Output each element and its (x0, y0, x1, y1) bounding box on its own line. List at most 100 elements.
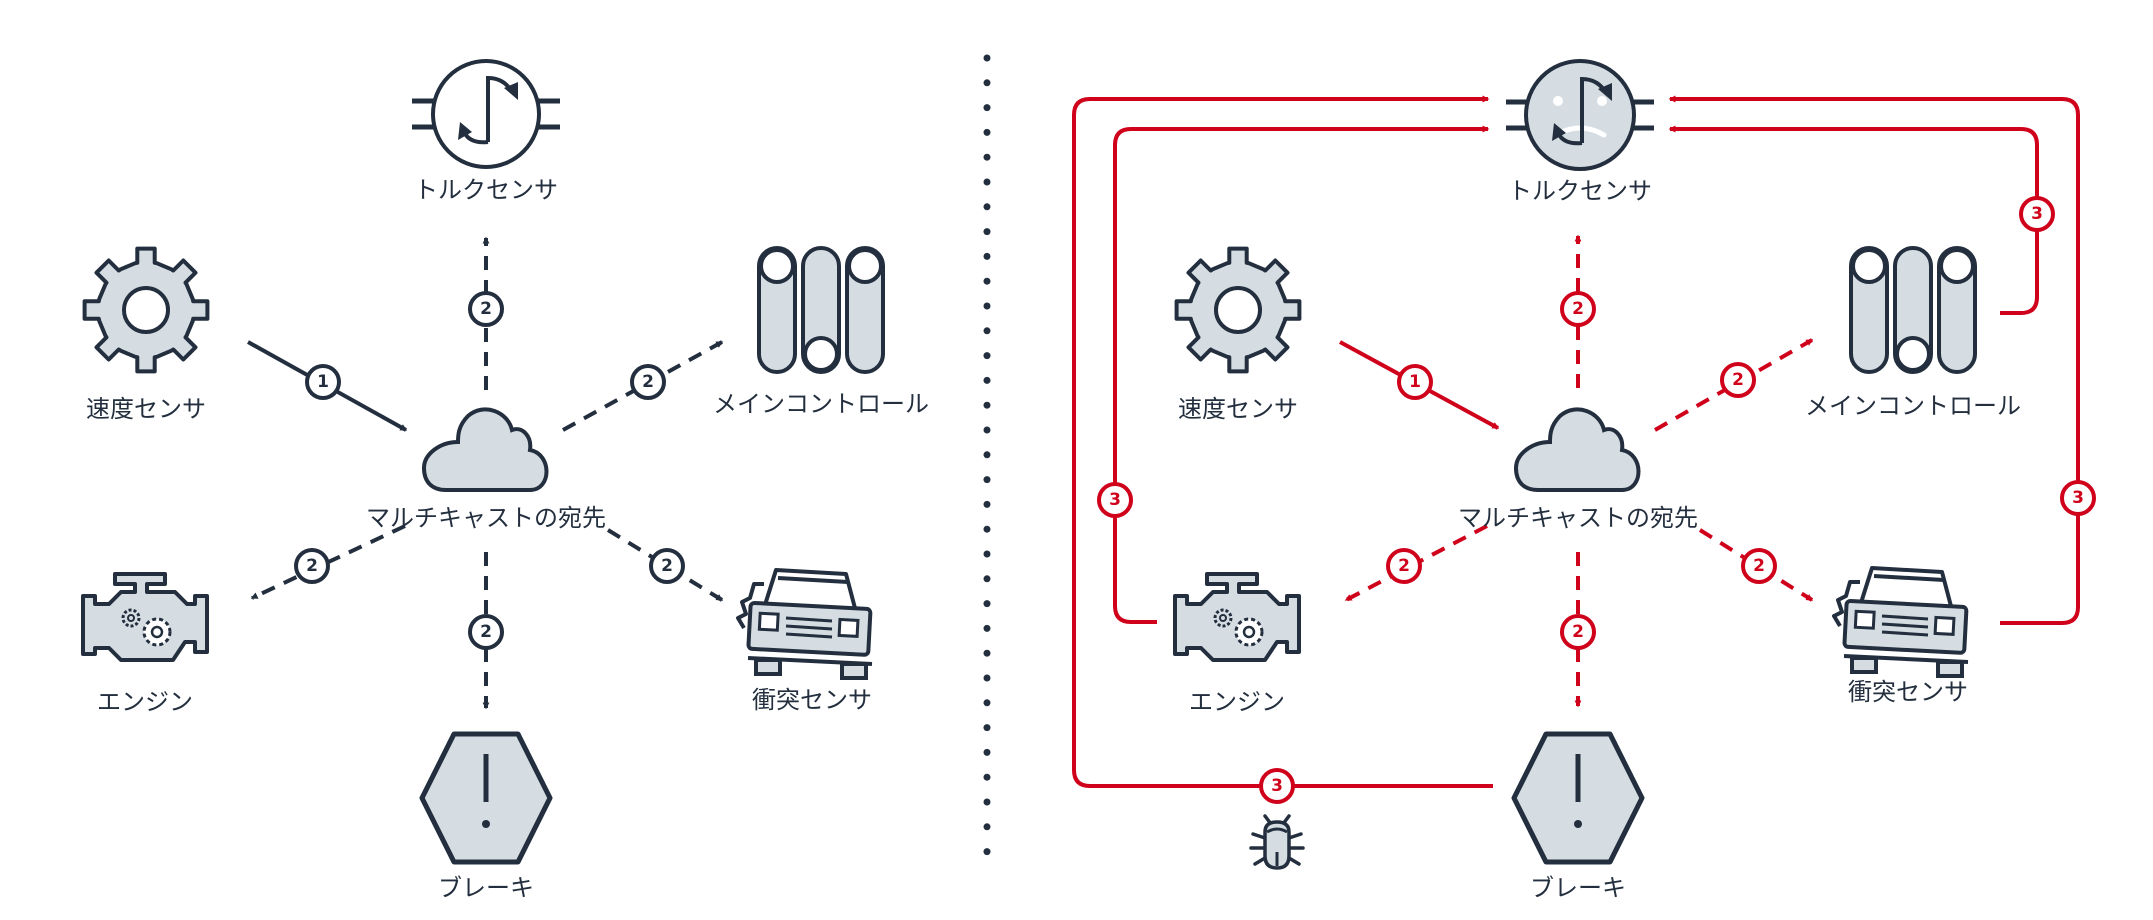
divider-dot (983, 823, 991, 831)
svg-text:2: 2 (661, 556, 673, 576)
node-multicast: マルチキャストの宛先 (366, 407, 606, 532)
panel-faulty: 1 2 2 2 2 2 3 3 (1072, 59, 2096, 902)
svg-text:2: 2 (1572, 299, 1584, 319)
cylinders-icon (1849, 246, 1977, 374)
gear-icon (82, 246, 210, 374)
node-brake: ブレーキ (419, 731, 553, 902)
cylinders-icon (757, 246, 885, 374)
svg-text:3: 3 (1271, 776, 1283, 796)
svg-text:2: 2 (1732, 370, 1744, 390)
node-main-control: メインコントロール (1805, 246, 2021, 420)
engine-icon (1173, 572, 1301, 662)
crashed-car-icon (736, 568, 873, 680)
step-badge: 2 (649, 548, 685, 584)
node-engine: エンジン (1173, 572, 1301, 716)
edge-brake-to-torque (1072, 95, 1493, 788)
node-brake: ブレーキ (1511, 731, 1645, 902)
divider-dot (983, 748, 991, 756)
step-badge: 1 (305, 364, 341, 400)
svg-text:1: 1 (317, 372, 329, 392)
bug-icon (1249, 814, 1305, 870)
node-label: マルチキャストの宛先 (366, 504, 606, 532)
divider-dot (983, 302, 991, 310)
divider-dot (983, 624, 991, 632)
crashed-car-icon (1832, 566, 1969, 678)
svg-text:1: 1 (1409, 372, 1421, 392)
warning-hexagon-icon (1511, 731, 1645, 865)
step-badge: 2 (1386, 548, 1422, 584)
sad-torque-sensor-icon (1506, 59, 1654, 171)
step-badge: 2 (1741, 548, 1777, 584)
divider-dot (983, 327, 991, 335)
step-badge: 3 (1259, 768, 1295, 804)
svg-text:2: 2 (480, 622, 492, 642)
engine-icon (81, 572, 209, 662)
node-torque-sensor: トルクセンサ (412, 59, 560, 204)
svg-text:3: 3 (2072, 488, 2084, 508)
svg-text:3: 3 (1109, 490, 1121, 510)
step-badge: 2 (1560, 614, 1596, 650)
node-label: エンジン (1189, 688, 1285, 716)
cloud-icon (421, 407, 549, 492)
divider-dot (983, 178, 991, 186)
edge-engine-to-torque (1113, 125, 1490, 624)
divider-dot (983, 401, 991, 409)
gear-icon (1174, 246, 1302, 374)
divider-dot (983, 476, 991, 484)
node-label: 速度センサ (86, 395, 206, 423)
divider-dot (983, 54, 991, 62)
divider-dot (983, 525, 991, 533)
node-label: メインコントロール (713, 390, 929, 418)
node-label: ブレーキ (438, 874, 534, 902)
divider-dot (983, 426, 991, 434)
svg-text:2: 2 (480, 299, 492, 319)
node-label: 衝突センサ (1848, 678, 1968, 706)
step-badge: 2 (468, 291, 504, 327)
divider-dot (983, 674, 991, 682)
step-badge: 2 (1560, 291, 1596, 327)
divider-dot (983, 203, 991, 211)
divider-dot (983, 104, 991, 112)
divider-dot (983, 798, 991, 806)
node-engine: エンジン (81, 572, 209, 716)
divider-dot (983, 252, 991, 260)
step-badge: 3 (2060, 480, 2096, 516)
node-label: ブレーキ (1530, 874, 1626, 902)
svg-text:3: 3 (2031, 204, 2043, 224)
divider-dot (983, 649, 991, 657)
edge-multicast-to-main-control (1654, 338, 1814, 432)
node-label: メインコントロール (1805, 392, 2021, 420)
svg-text:2: 2 (1753, 556, 1765, 576)
step-badge: 3 (2019, 196, 2055, 232)
node-multicast: マルチキャストの宛先 (1458, 407, 1698, 532)
step-badge: 2 (294, 548, 330, 584)
divider-dot (983, 575, 991, 583)
warning-hexagon-icon (419, 731, 553, 865)
divider-dot (983, 724, 991, 732)
node-label: エンジン (97, 688, 193, 716)
divider-dot (983, 376, 991, 384)
node-label: 速度センサ (1178, 395, 1298, 423)
svg-text:2: 2 (1572, 622, 1584, 642)
node-speed-sensor: 速度センサ (82, 246, 210, 423)
divider-dot (983, 550, 991, 558)
divider-dot (983, 451, 991, 459)
node-crash-sensor: 衝突センサ (736, 568, 873, 714)
step-badge: 2 (1720, 362, 1756, 398)
divider-dot (983, 773, 991, 781)
step-badge: 2 (468, 614, 504, 650)
node-crash-sensor: 衝突センサ (1832, 566, 1969, 706)
node-label: トルクセンサ (414, 176, 558, 204)
divider-dot (983, 128, 991, 136)
step-badge: 3 (1097, 482, 1133, 518)
node-label: マルチキャストの宛先 (1458, 504, 1698, 532)
svg-text:2: 2 (1398, 556, 1410, 576)
torque-sensor-icon (412, 59, 560, 169)
cloud-icon (1513, 407, 1641, 492)
divider-dot (983, 277, 991, 285)
step-badge: 1 (1397, 364, 1433, 400)
panel-normal: 1 2 2 2 2 2 (81, 59, 929, 902)
edge-multicast-to-main-control (562, 340, 724, 432)
node-label: トルクセンサ (1508, 177, 1652, 205)
